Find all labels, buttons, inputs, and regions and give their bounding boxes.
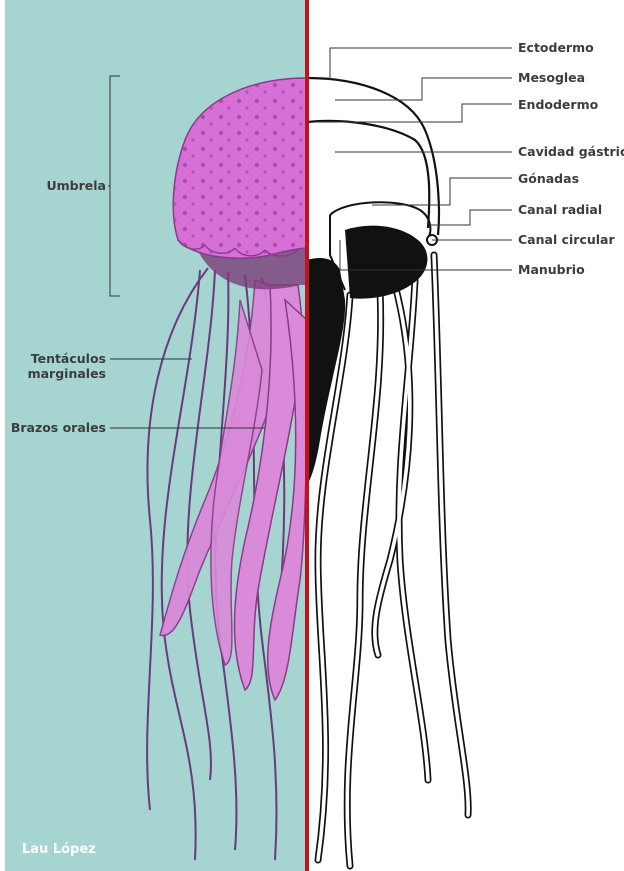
label-brazos-orales: Brazos orales: [8, 420, 106, 435]
label-umbrela: Umbrela: [46, 178, 106, 193]
label-ectodermo: Ectodermo: [518, 40, 594, 55]
label-tentaculos-line2: marginales: [20, 366, 106, 381]
label-manubrio: Manubrio: [518, 262, 585, 277]
label-gonadas: Gónadas: [518, 171, 579, 186]
endodermo-outline: [307, 121, 429, 228]
ectodermo-outline: [307, 78, 439, 235]
label-endodermo: Endodermo: [518, 97, 598, 112]
label-cavidad-gastrica: Cavidad gástrica: [518, 144, 624, 159]
anatomy-tentacles: [318, 255, 468, 866]
label-mesoglea: Mesoglea: [518, 70, 585, 85]
author-credit: Lau López: [22, 842, 96, 857]
anatomy-diagram: [307, 78, 468, 866]
label-tentaculos-line1: Tentáculos: [20, 351, 106, 366]
label-canal-circular: Canal circular: [518, 232, 615, 247]
center-divider: [305, 0, 309, 871]
label-canal-radial: Canal radial: [518, 202, 602, 217]
